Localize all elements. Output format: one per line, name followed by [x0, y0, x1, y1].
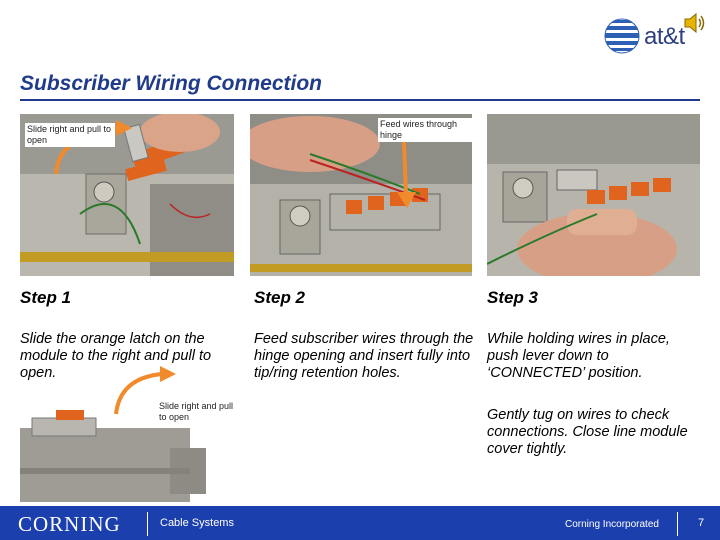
step3-photo: [487, 114, 700, 276]
footer-bar: CORNING Cable Systems Corning Incorporat…: [0, 506, 720, 540]
speaker-icon[interactable]: [682, 10, 708, 36]
step3-followup-text: Gently tug on wires to check connections…: [487, 407, 688, 457]
title-underline: [20, 99, 700, 101]
step3-text: While holding wires in place, push lever…: [487, 331, 670, 381]
latch-detail-photo: [20, 398, 226, 502]
page-title: Subscriber Wiring Connection: [20, 72, 322, 95]
latch-detail-callout: Slide right and pull to open: [157, 400, 237, 424]
step2-heading: Step 2: [254, 288, 306, 307]
step1-photo-callout: Slide right and pull to open: [25, 123, 115, 147]
att-logo-text: at&t: [644, 23, 685, 50]
step1-text: Slide the orange latch on the module to …: [20, 331, 212, 381]
att-globe-icon: [604, 18, 640, 54]
footer-company: Corning Incorporated: [565, 519, 659, 530]
footer-divider: [677, 512, 678, 536]
arrow-icon: [114, 366, 176, 415]
step1-photo: [20, 114, 234, 276]
step3-heading: Step 3: [487, 288, 539, 307]
arrow-icon: [397, 141, 416, 208]
step1-heading: Step 1: [20, 288, 72, 307]
footer-department: Cable Systems: [160, 517, 234, 529]
corning-logo: CORNING: [18, 512, 121, 536]
step2-photo: [250, 114, 472, 276]
att-logo: at&t: [604, 16, 694, 58]
step2-text: Feed subscriber wires through the hinge …: [254, 331, 474, 381]
step2-photo-callout: Feed wires through hinge: [378, 118, 472, 142]
page-number: 7: [698, 517, 705, 529]
footer-divider: [147, 512, 148, 536]
